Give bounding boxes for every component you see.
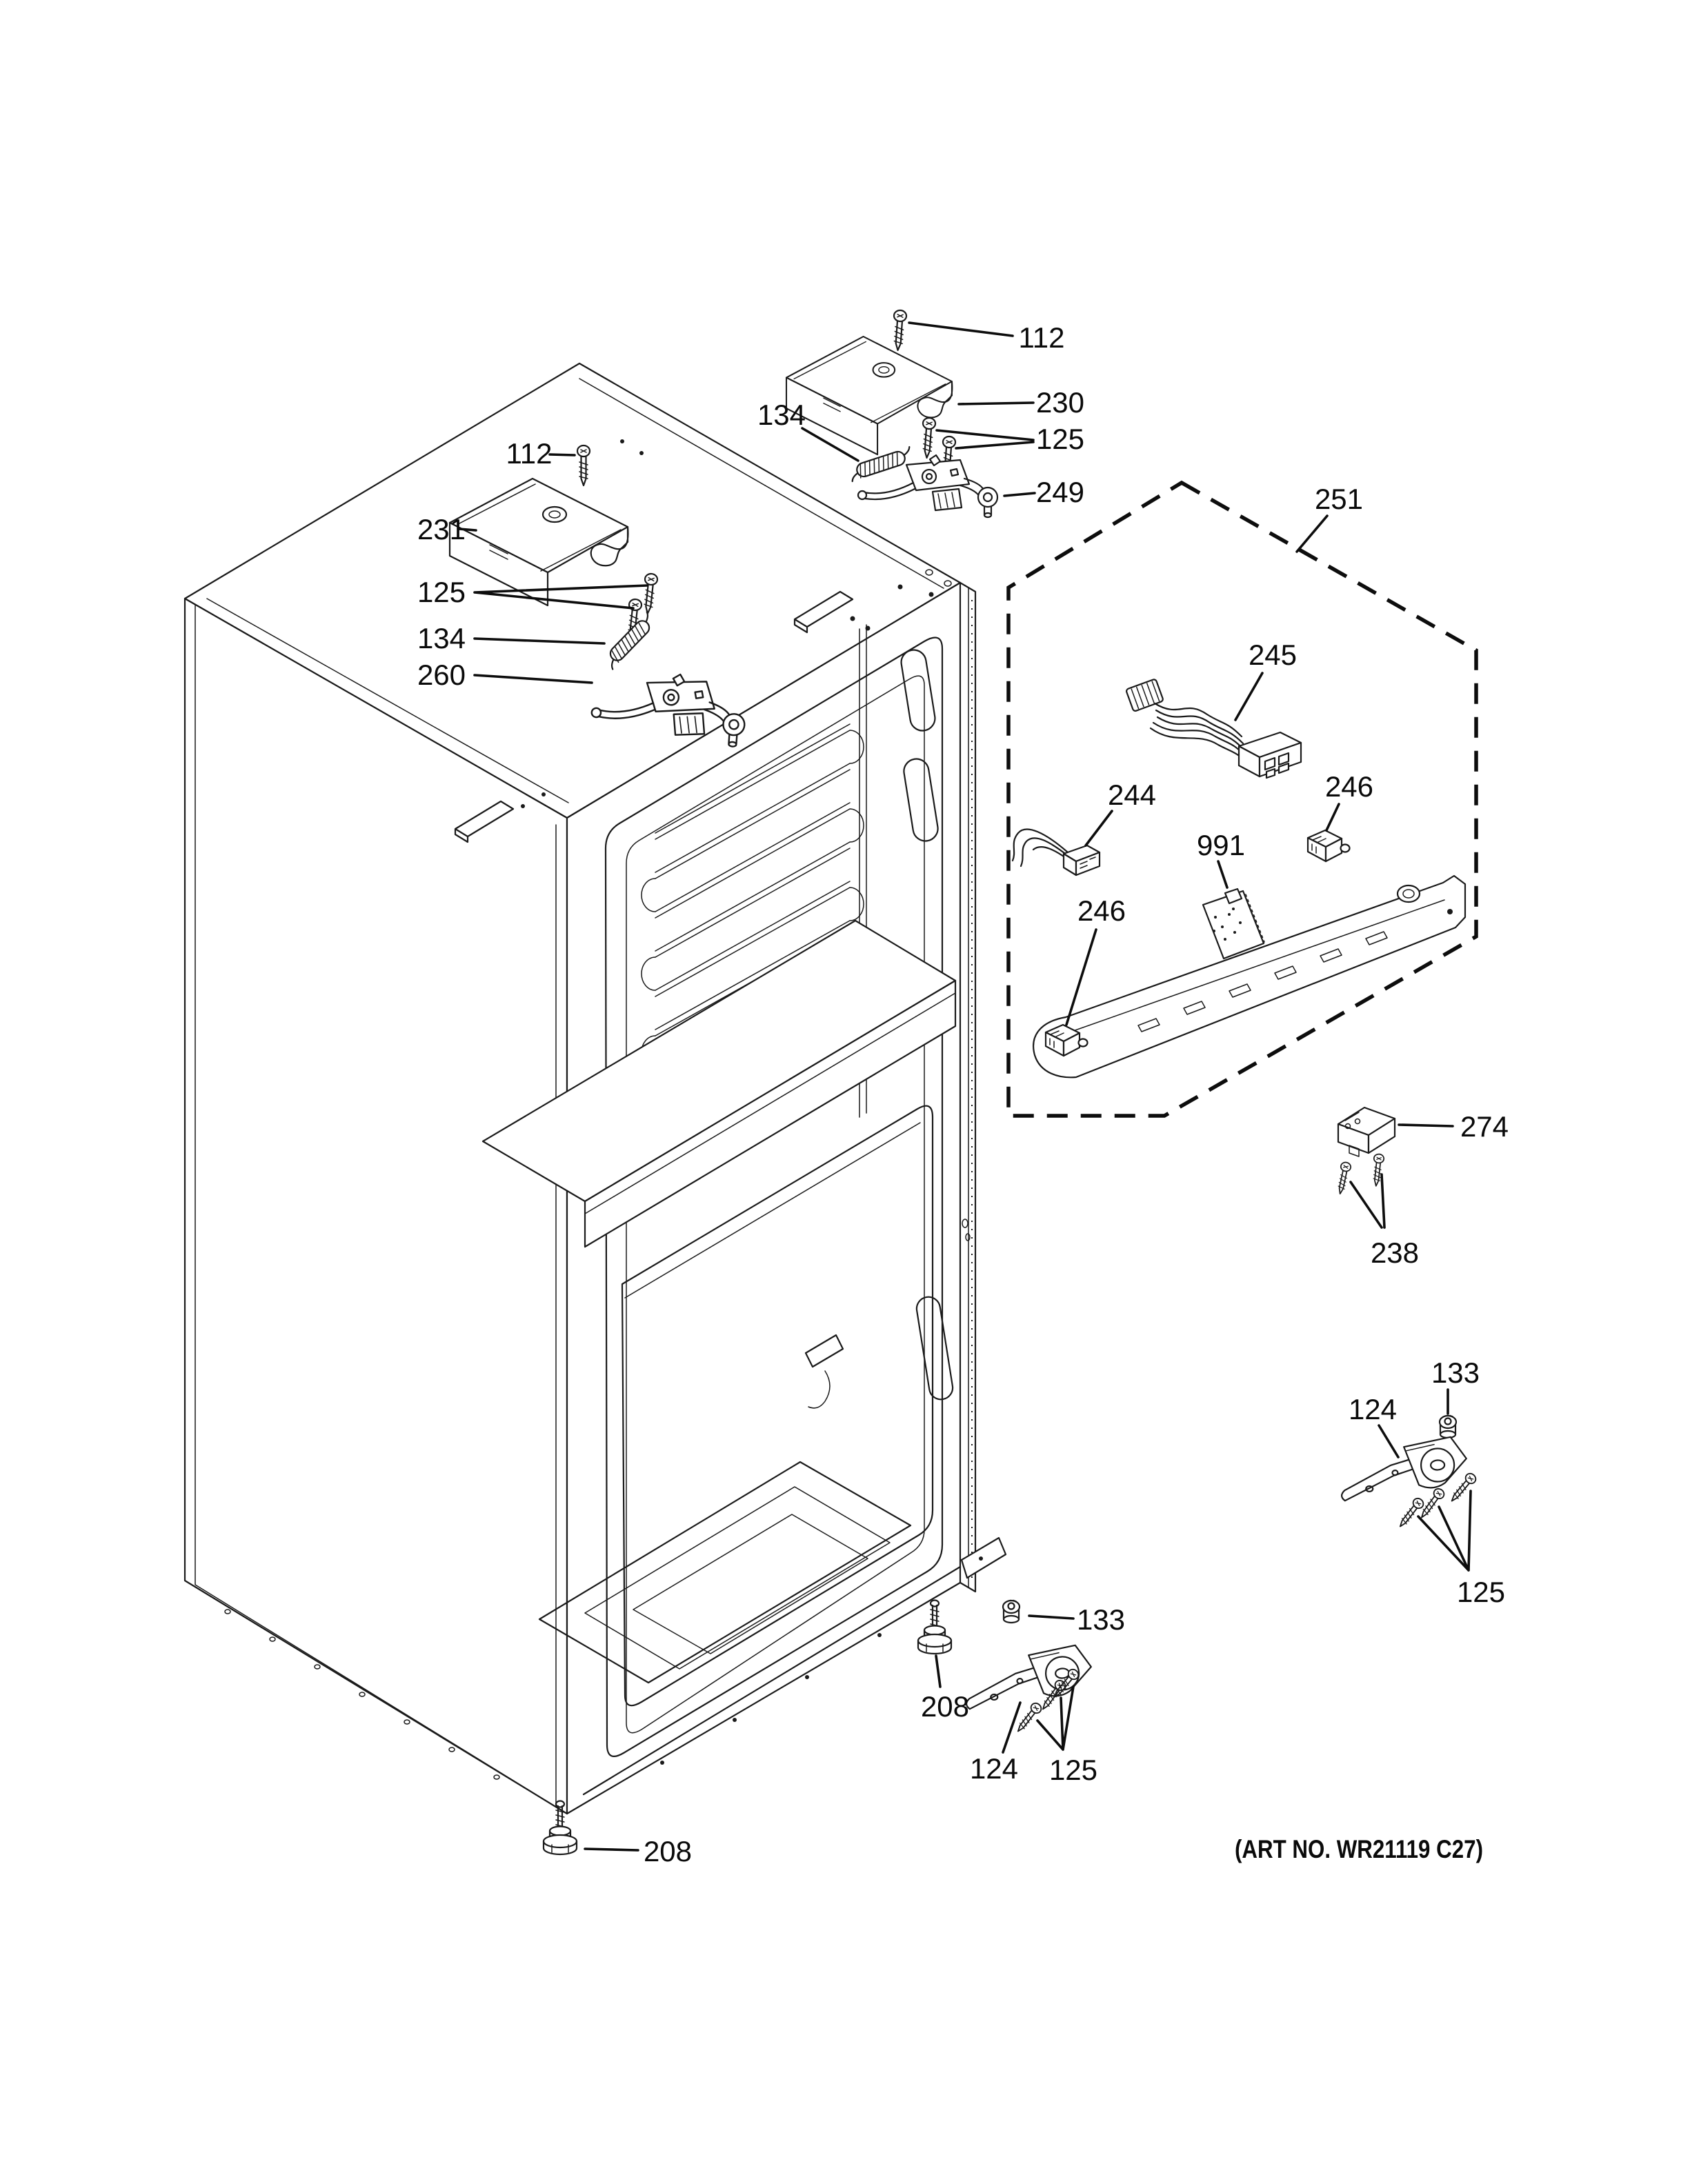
callout-208-left: 208 <box>644 1835 692 1867</box>
callout-249: 249 <box>1036 476 1084 508</box>
callout-260: 260 <box>417 659 466 691</box>
callout-124-right: 124 <box>1349 1393 1397 1425</box>
callout-125-right: 125 <box>1457 1576 1505 1608</box>
art-number: (ART NO. WR21119 C27) <box>1235 1835 1483 1863</box>
callout-991: 991 <box>1197 829 1245 861</box>
grommet-133-right <box>1438 1414 1458 1439</box>
callout-125-left: 125 <box>417 576 466 608</box>
bracket-274-group <box>1334 1106 1396 1196</box>
divider-shelf <box>481 919 957 1248</box>
callout-labels: 112 230 134 125 249 112 231 125 134 260 … <box>417 321 1509 1867</box>
callout-125-top: 125 <box>1036 423 1084 455</box>
callout-238: 238 <box>1371 1236 1419 1269</box>
callout-208-bottom: 208 <box>921 1690 969 1723</box>
callout-246-right: 246 <box>1325 770 1373 803</box>
callout-112-top: 112 <box>1019 321 1065 354</box>
callout-230: 230 <box>1036 386 1084 419</box>
detail-region-251 <box>1006 480 1478 1118</box>
callout-246-left: 246 <box>1077 894 1126 927</box>
dashed-boundary-251 <box>1006 480 1478 1118</box>
callout-112-left: 112 <box>506 437 553 470</box>
callout-133-right: 133 <box>1431 1356 1480 1389</box>
pcb-991 <box>1202 888 1265 960</box>
callout-125-bottom: 125 <box>1049 1754 1097 1786</box>
leader-lines <box>458 321 1472 1852</box>
callout-231: 231 <box>417 513 466 545</box>
callout-124-bottom: 124 <box>970 1752 1018 1785</box>
callout-134-top: 134 <box>757 399 806 431</box>
callout-133-bottom: 133 <box>1077 1603 1125 1636</box>
wire-harness-244 <box>1011 828 1101 876</box>
callout-134-left: 134 <box>417 622 466 654</box>
control-housing-bracket <box>1033 874 1467 1079</box>
callout-251: 251 <box>1315 483 1363 515</box>
callout-244: 244 <box>1108 779 1156 811</box>
callout-245: 245 <box>1249 639 1297 671</box>
grommet-133-bottom <box>1002 1599 1021 1624</box>
refrigerator-case <box>183 362 1007 1815</box>
evaporator-coils <box>641 723 864 1076</box>
wire-harness-245 <box>1126 679 1302 779</box>
callout-274: 274 <box>1460 1110 1509 1143</box>
